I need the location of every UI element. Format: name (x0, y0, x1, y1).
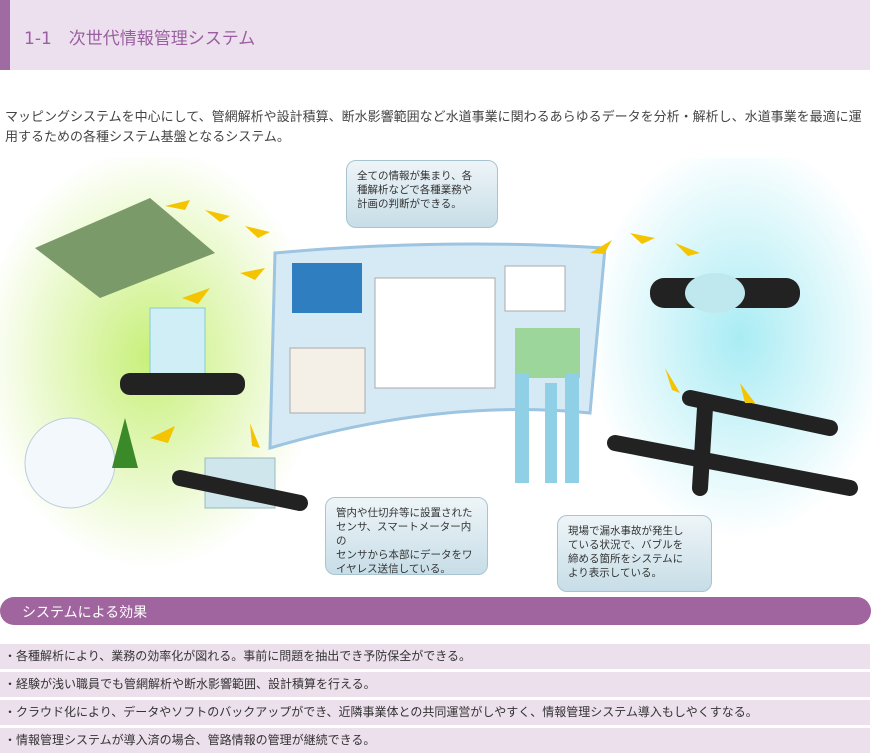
intro-text: マッピングシステムを中心にして、管網解析や設計積算、断水影響範囲など水道事業に関… (5, 110, 862, 145)
list-item: ・経験が浅い職員でも管網解析や断水影響範囲、設計積算を行える。 (0, 672, 870, 697)
list-item: ・各種解析により、業務の効率化が図れる。事前に問題を抽出でき予防保全ができる。 (0, 644, 870, 669)
list-item: ・情報管理システムが導入済の場合、管路情報の管理が継続できる。 (0, 728, 870, 753)
callout-central-info: 全ての情報が集まり、各 種解析などで各種業務や 計画の判断ができる。 (346, 160, 498, 228)
map-tile (289, 347, 366, 414)
callout-sensor: 管内や仕切弁等に設置された センサ、スマートメーター内の センサから本部にデータ… (325, 497, 488, 575)
map-tile (374, 277, 496, 389)
tree-icon (112, 418, 138, 468)
blue-glow (590, 138, 872, 538)
list-item: ・クラウド化により、データやソフトのバックアップができ、近隣事業体との共同運営が… (0, 700, 870, 725)
illustration-graphic (0, 138, 872, 568)
treatment-plant-icon (35, 198, 215, 298)
effects-section-header: システムによる効果 (0, 597, 871, 625)
system-illustration: 全ての情報が集まり、各 種解析などで各種業務や 計画の判断ができる。 管内や仕切… (0, 138, 872, 598)
effects-title: システムによる効果 (22, 605, 148, 621)
dome-icon (24, 417, 116, 509)
callout-leak: 現場で漏水事故が発生し ている状況で、バブルを 締める箇所をシステムに より表示… (557, 515, 712, 592)
map-tile (504, 265, 566, 312)
map-tile (292, 263, 362, 313)
pipe-left (120, 373, 245, 395)
pipe-bottom (172, 470, 308, 511)
lightning-icon (150, 200, 755, 448)
valve-icon (685, 273, 745, 313)
effects-list: ・各種解析により、業務の効率化が図れる。事前に問題を抽出でき予防保全ができる。 … (0, 644, 870, 756)
pipe-network-right (607, 390, 858, 496)
staff-figures (515, 373, 579, 483)
page-header: 1-1 次世代情報管理システム (0, 0, 870, 70)
page-title: 1-1 次世代情報管理システム (24, 29, 256, 49)
map-tile (515, 328, 580, 378)
